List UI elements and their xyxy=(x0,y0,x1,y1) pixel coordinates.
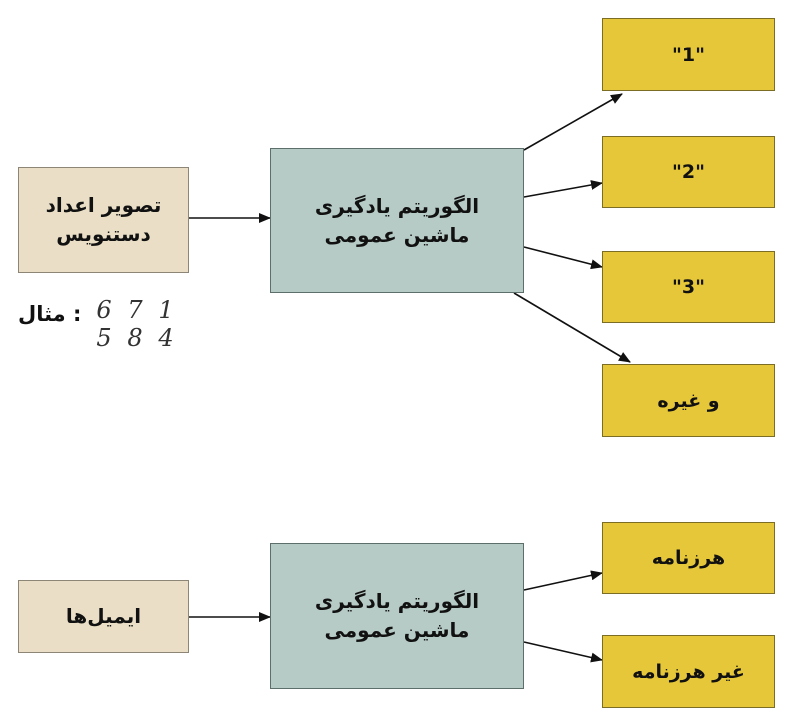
output-class-1-box: "1" xyxy=(602,18,775,91)
digit-sample: 4 xyxy=(158,324,174,352)
output-class-1-label: "1" xyxy=(671,43,706,66)
handwritten-digits-example: 6 7 1 5 8 4 xyxy=(92,296,178,352)
arrow-algorithm-to-not-spam xyxy=(523,641,603,663)
output-class-3-label: "3" xyxy=(671,276,706,298)
not-spam-output-box: غیر هرزنامه xyxy=(602,635,775,708)
digit-sample: 7 xyxy=(127,296,143,324)
output-class-etc-label: و غیره xyxy=(657,389,720,412)
digit-sample: 1 xyxy=(158,296,174,324)
arrow-algorithm-to-output-2 xyxy=(523,180,603,198)
output-class-3-box: "3" xyxy=(602,251,775,323)
generic-ml-algorithm-bottom-box: الگوریتم یادگیری ماشین عمومی xyxy=(270,543,524,689)
digit-sample: 8 xyxy=(127,324,143,352)
digit-sample: 5 xyxy=(96,324,112,352)
digit-sample: 6 xyxy=(96,296,112,324)
generic-ml-algorithm-top-box: الگوریتم یادگیری ماشین عمومی xyxy=(270,148,524,293)
handwritten-digits-input-box: تصویر اعداد دستنویس xyxy=(18,167,189,273)
digit-row-bottom: 5 8 4 xyxy=(92,324,178,352)
emails-input-label: ایمیل‌ها xyxy=(65,604,142,628)
output-class-etc-box: و غیره xyxy=(602,364,775,437)
generic-ml-algorithm-bottom-label: الگوریتم یادگیری ماشین عمومی xyxy=(314,589,480,642)
spam-output-label: هرزنامه xyxy=(651,547,726,569)
arrow-algorithm-to-output-3 xyxy=(523,246,603,270)
not-spam-output-label: غیر هرزنامه xyxy=(632,660,745,683)
output-class-2-label: "2" xyxy=(671,161,706,183)
generic-ml-algorithm-top-label: الگوریتم یادگیری ماشین عمومی xyxy=(314,193,480,247)
digit-row-top: 6 7 1 xyxy=(92,296,178,324)
output-class-2-box: "2" xyxy=(602,136,775,208)
handwritten-digits-input-label: تصویر اعداد دستنویس xyxy=(45,193,162,246)
spam-output-box: هرزنامه xyxy=(602,522,775,594)
emails-input-box: ایمیل‌ها xyxy=(18,580,189,653)
example-label: : مثال xyxy=(18,302,82,326)
arrow-algorithm-to-spam xyxy=(523,570,603,591)
